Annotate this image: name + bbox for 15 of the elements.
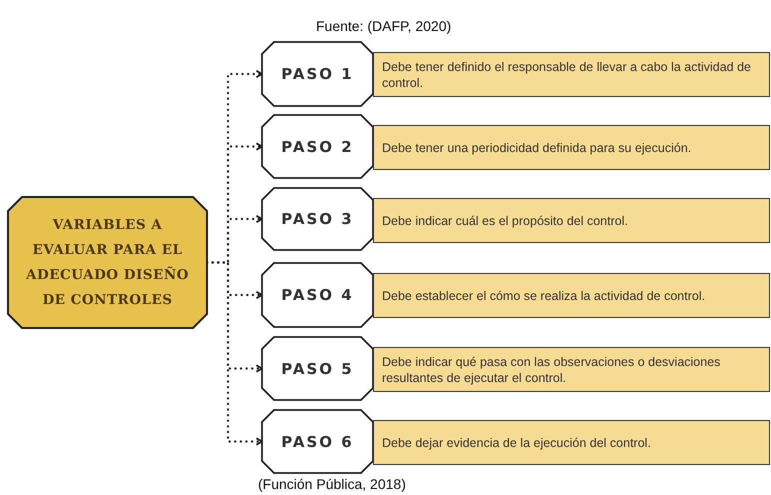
step-box: PASO 2: [262, 115, 373, 178]
step-box: PASO 3: [262, 188, 373, 250]
description-box: Debe indicar qué pasa con las observaciones o desviaciones resultantes de ejecutar el control.: [373, 347, 770, 392]
source-note: Fuente: (DAFP, 2020): [316, 18, 452, 34]
step-box: PASO 5: [262, 337, 373, 400]
source-caption: (Función Pública, 2018): [258, 476, 406, 492]
step-box: PASO 1: [262, 42, 373, 106]
description-box: Debe tener definido el responsable de llevar a cabo la actividad de control.: [373, 52, 770, 97]
description-box: Debe dejar evidencia de la ejecución del control.: [373, 420, 770, 465]
step-box: PASO 6: [262, 410, 373, 473]
description-box: Debe tener una periodicidad definida para su ejecución.: [373, 125, 770, 170]
description-box: Debe establecer el cómo se realiza la actividad de control.: [373, 273, 770, 318]
step-box: PASO 4: [262, 263, 373, 327]
heading-panel: VARIABLES A EVALUAR PARA EL ADECUADO DISEÑO DE CONTROLES: [8, 197, 207, 328]
description-box: Debe indicar cuál es el propósito del control.: [373, 198, 770, 243]
